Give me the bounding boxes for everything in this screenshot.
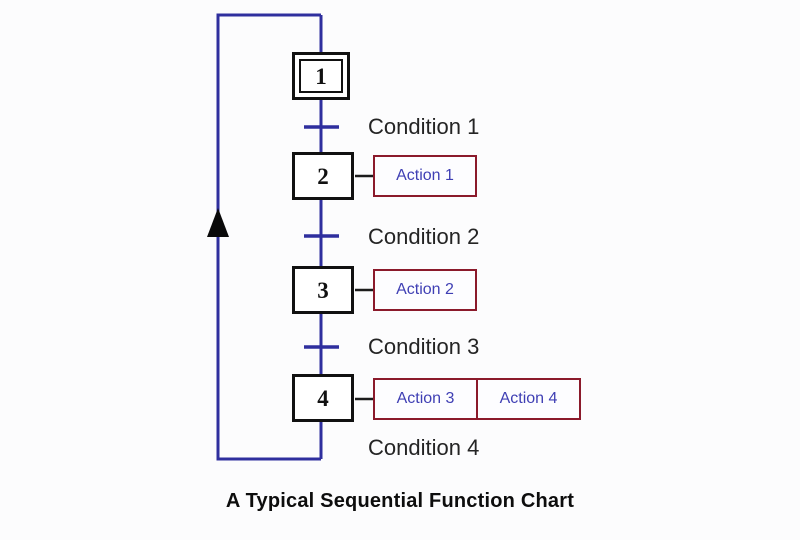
action-cell-action-1[interactable]: Action 1: [375, 157, 475, 195]
action-block-2[interactable]: Action 2: [373, 269, 477, 311]
condition-label-3: Condition 3: [368, 334, 480, 359]
step-box-4[interactable]: 4: [292, 374, 354, 422]
step-box-2[interactable]: 2: [292, 152, 354, 200]
step-box-1[interactable]: 1: [292, 52, 350, 100]
step-number-2: 2: [317, 163, 329, 189]
action-cell-action-2[interactable]: Action 2: [375, 271, 475, 309]
action-label-4: Action 4: [499, 390, 558, 407]
action-label-3: Action 3: [396, 390, 455, 407]
loop-arrowhead-icon: [207, 208, 229, 237]
action-cell-action-3[interactable]: Action 3: [375, 380, 476, 418]
action-label-1: Action 1: [396, 167, 454, 184]
condition-label-1: Condition 1: [368, 114, 480, 139]
condition-label-4: Condition 4: [368, 435, 480, 460]
action-label-2: Action 2: [396, 281, 454, 298]
step-number-3: 3: [317, 277, 329, 303]
step-box-1-inner: 1: [299, 59, 343, 93]
action-cell-action-4[interactable]: Action 4: [476, 380, 579, 418]
step-box-3[interactable]: 3: [292, 266, 354, 314]
action-block-1[interactable]: Action 1: [373, 155, 477, 197]
condition-label-2: Condition 2: [368, 224, 480, 249]
step-number-1: 1: [315, 63, 327, 89]
action-block-3[interactable]: Action 3 Action 4: [373, 378, 581, 420]
diagram-caption: A Typical Sequential Function Chart: [225, 490, 575, 512]
step-number-4: 4: [317, 385, 329, 411]
